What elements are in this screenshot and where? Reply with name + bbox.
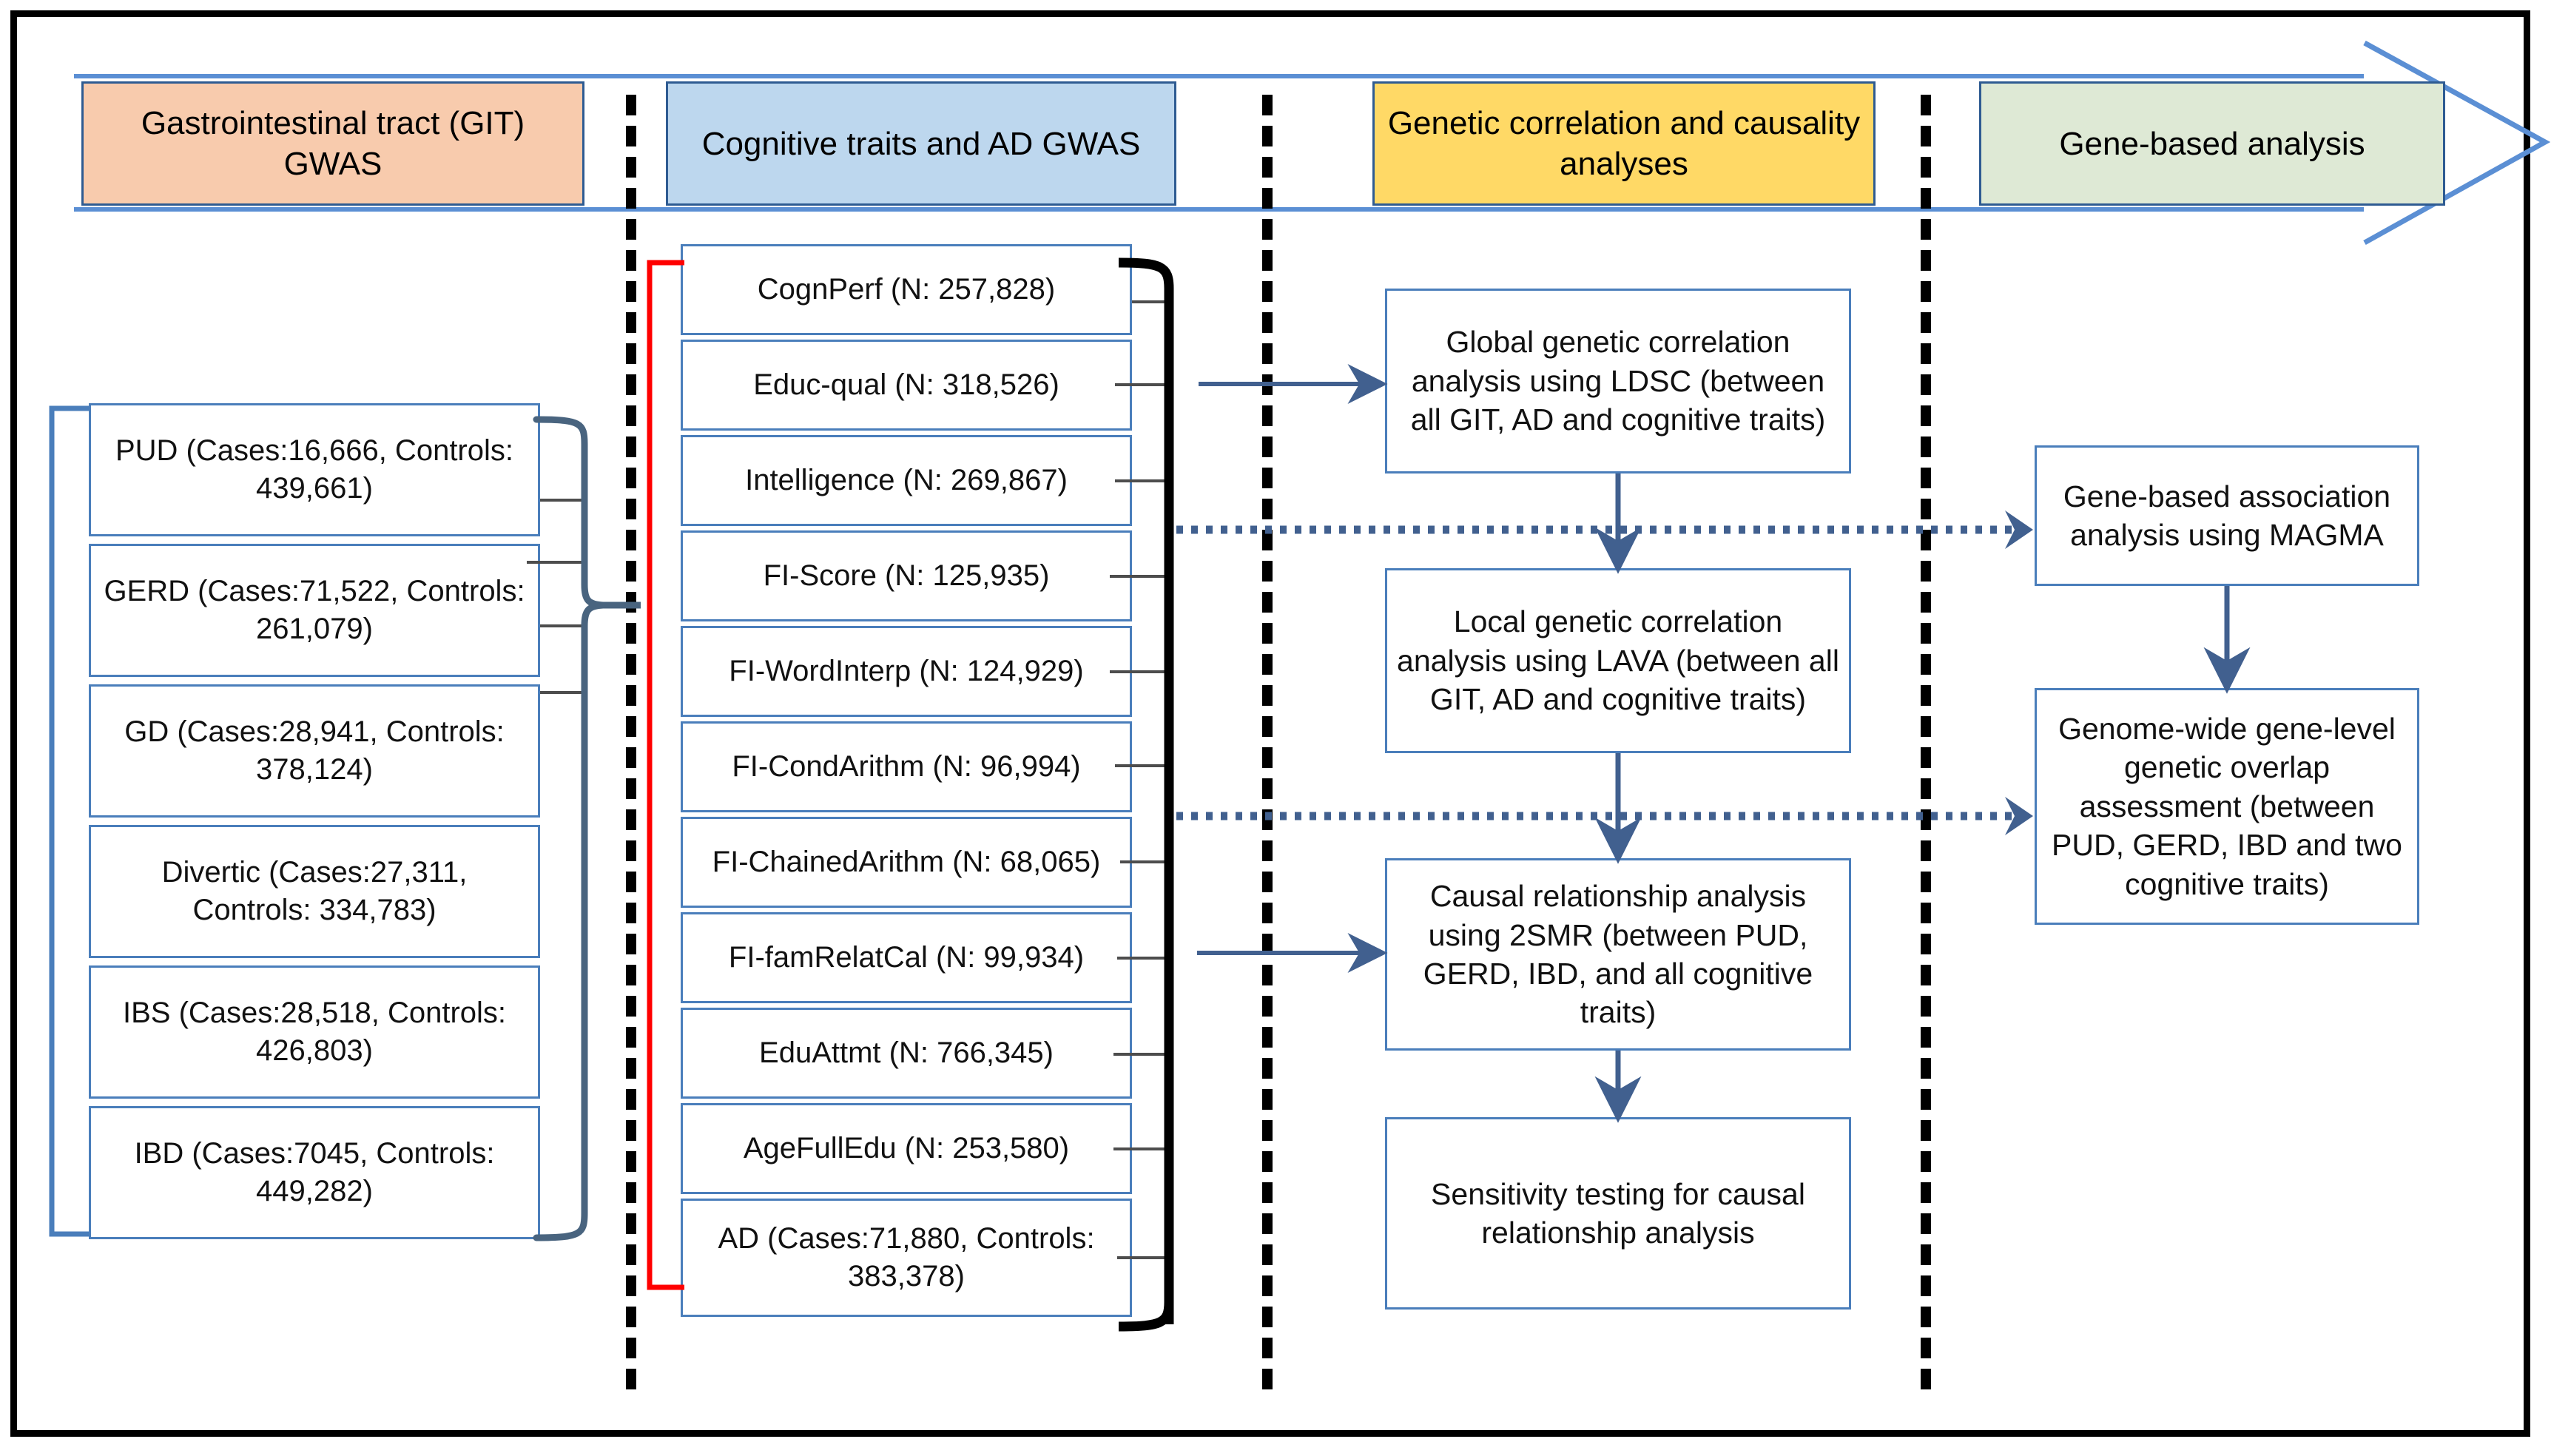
cognitive-trait-box-fi-famrelatcal[interactable]: FI-famRelatCal (N: 99,934) [681,912,1132,1003]
figure-border [10,10,2530,1437]
git-trait-box-divertic[interactable]: Divertic (Cases:27,311, Controls: 334,78… [89,825,540,958]
analysis-label: Sensitivity testing for causal relations… [1431,1176,1805,1250]
cognitive-trait-label: FI-CondArithm (N: 96,994) [732,749,1081,783]
phase-cognitive-gwas[interactable]: Cognitive traits and AD GWAS [666,81,1176,206]
git-trait-label: PUD (Cases:16,666, Controls: 439,661) [115,434,513,505]
column-separator-1 [626,95,636,1389]
phase-gene-based[interactable]: Gene-based analysis [1979,81,2445,206]
phase-label: Cognitive traits and AD GWAS [701,125,1141,162]
cognitive-trait-box-ad[interactable]: AD (Cases:71,880, Controls: 383,378) [681,1199,1132,1317]
cognitive-trait-label: CognPerf (N: 257,828) [757,272,1056,306]
analysis-box-local-lava[interactable]: Local genetic correlation analysis using… [1385,568,1851,753]
phase-label: Gene-based analysis [2059,125,2365,162]
git-trait-box-gerd[interactable]: GERD (Cases:71,522, Controls: 261,079) [89,544,540,677]
cognitive-trait-box-eduattmt[interactable]: EduAttmt (N: 766,345) [681,1008,1132,1099]
analysis-label: Local genetic correlation analysis using… [1397,604,1839,717]
cognitive-trait-label: FI-famRelatCal (N: 99,934) [728,940,1085,974]
cognitive-trait-label: Intelligence (N: 269,867) [745,463,1068,496]
gene-analysis-box-magma[interactable]: Gene-based association analysis using MA… [2035,445,2419,586]
cognitive-trait-label: AD (Cases:71,880, Controls: 383,378) [718,1221,1095,1292]
git-trait-label: GD (Cases:28,941, Controls: 378,124) [124,715,505,786]
git-trait-label: IBD (Cases:7045, Controls: 449,282) [134,1136,495,1207]
column-separator-2 [1262,95,1273,1389]
phase-correlation-causality[interactable]: Genetic correlation and causality analys… [1372,81,1876,206]
phase-git-gwas[interactable]: Gastrointestinal tract (GIT) GWAS [81,81,584,206]
gene-analysis-label: Gene-based association analysis using MA… [2063,479,2391,552]
cognitive-trait-box-fi-chainedarithm[interactable]: FI-ChainedArithm (N: 68,065) [681,817,1132,908]
cognitive-trait-box-educ-qual[interactable]: Educ-qual (N: 318,526) [681,340,1132,431]
gene-analysis-box-gene-overlap[interactable]: Genome-wide gene-level genetic overlap a… [2035,688,2419,925]
cognitive-trait-box-fi-condarithm[interactable]: FI-CondArithm (N: 96,994) [681,721,1132,812]
cognitive-trait-label: EduAttmt (N: 766,345) [759,1036,1054,1069]
analysis-box-sensitivity[interactable]: Sensitivity testing for causal relations… [1385,1117,1851,1310]
analysis-label: Causal relationship analysis using 2SMR … [1423,879,1813,1030]
cognitive-trait-box-agefulledu[interactable]: AgeFullEdu (N: 253,580) [681,1103,1132,1194]
phase-label: Genetic correlation and causality analys… [1387,105,1861,182]
analysis-box-causal-2smr[interactable]: Causal relationship analysis using 2SMR … [1385,858,1851,1051]
cognitive-trait-label: AgeFullEdu (N: 253,580) [743,1131,1070,1165]
cognitive-trait-box-intelligence[interactable]: Intelligence (N: 269,867) [681,435,1132,526]
phase-label: Gastrointestinal tract (GIT) GWAS [141,105,525,182]
column-separator-3 [1921,95,1931,1389]
cognitive-trait-box-cognperf[interactable]: CognPerf (N: 257,828) [681,244,1132,335]
analysis-box-global-ldsc[interactable]: Global genetic correlation analysis usin… [1385,289,1851,473]
cognitive-trait-label: FI-WordInterp (N: 124,929) [729,654,1084,687]
git-trait-label: IBS (Cases:28,518, Controls: 426,803) [122,996,507,1067]
cognitive-trait-box-fi-score[interactable]: FI-Score (N: 125,935) [681,530,1132,621]
git-trait-box-gd[interactable]: GD (Cases:28,941, Controls: 378,124) [89,684,540,818]
git-trait-label: GERD (Cases:71,522, Controls: 261,079) [104,574,525,645]
cognitive-trait-label: FI-ChainedArithm (N: 68,065) [712,845,1101,878]
git-trait-box-ibd[interactable]: IBD (Cases:7045, Controls: 449,282) [89,1106,540,1239]
cognitive-trait-label: Educ-qual (N: 318,526) [753,368,1059,401]
cognitive-trait-label: FI-Score (N: 125,935) [763,559,1050,592]
analysis-label: Global genetic correlation analysis usin… [1410,325,1826,437]
gene-analysis-label: Genome-wide gene-level genetic overlap a… [2052,711,2402,901]
git-trait-box-pud[interactable]: PUD (Cases:16,666, Controls: 439,661) [89,403,540,536]
git-trait-label: Divertic (Cases:27,311, Controls: 334,78… [161,855,468,926]
git-trait-box-ibs[interactable]: IBS (Cases:28,518, Controls: 426,803) [89,965,540,1099]
cognitive-trait-box-fi-wordinterp[interactable]: FI-WordInterp (N: 124,929) [681,626,1132,717]
